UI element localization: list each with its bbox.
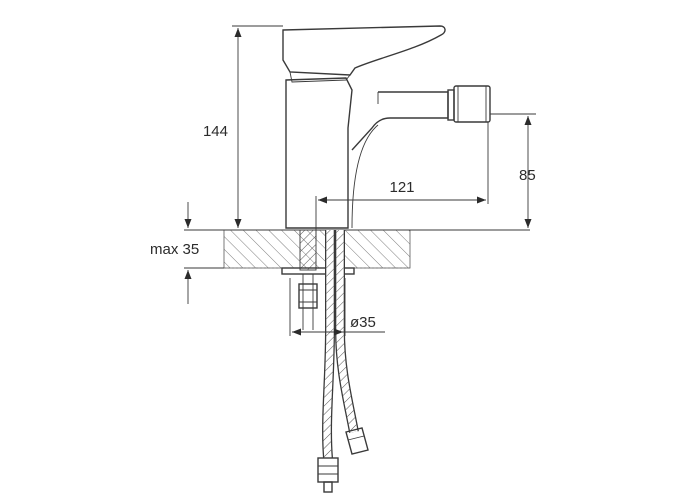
dimension-spout-height: 85 — [490, 113, 536, 228]
hole-diameter-label: ø35 — [350, 314, 376, 331]
mounting-stud — [281, 229, 355, 330]
flexible-hoses — [317, 230, 369, 493]
spout-height-label: 85 — [519, 167, 536, 184]
dimension-max-thickness: max 35 — [150, 202, 224, 304]
dimension-hole-diameter: ø35 — [289, 278, 385, 336]
dimension-total-height: 144 — [203, 25, 283, 228]
faucet-body — [282, 25, 491, 229]
max-thickness-label: max 35 — [150, 241, 199, 258]
countertop-slab — [184, 229, 530, 269]
hose-fitting-left — [317, 457, 339, 493]
hose-fitting-right — [345, 427, 369, 455]
height-total-label: 144 — [203, 123, 228, 140]
dimension-spout-reach: 121 — [315, 122, 489, 240]
spout-reach-label: 121 — [389, 179, 414, 196]
